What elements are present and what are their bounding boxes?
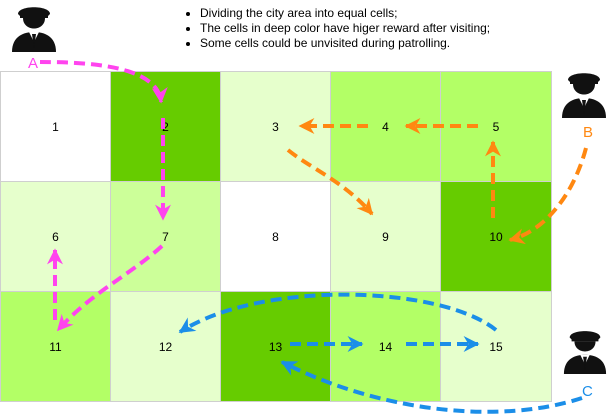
cell-13-label: 13: [268, 339, 283, 354]
note-1: Dividing the city area into equal cells;: [184, 6, 490, 21]
route-b-segment: [286, 148, 374, 216]
cell-8: 8: [220, 181, 331, 292]
cell-6-label: 6: [52, 229, 59, 244]
cell-8-label: 8: [272, 229, 279, 244]
police-officer-a-icon: [12, 7, 56, 52]
route-b-segment: [508, 147, 588, 245]
cell-12: 12: [110, 291, 221, 402]
police-officer-c-icon: [563, 331, 607, 374]
note-3: Some cells could be unvisited during pat…: [184, 36, 490, 51]
cell-11-label: 11: [49, 339, 62, 354]
cell-7-label: 7: [162, 229, 169, 244]
cell-9-label: 9: [382, 229, 389, 244]
route-a-segment: [56, 244, 164, 332]
cell-6: 6: [0, 181, 111, 292]
cell-10-label: 10: [489, 229, 503, 244]
agent-c-label: C: [582, 383, 593, 400]
cell-14-label: 14: [378, 339, 393, 354]
agent-a-label: A: [28, 55, 39, 72]
cell-3-label: 3: [272, 119, 279, 134]
route-a-segment: [39, 60, 168, 104]
cell-10: 10: [440, 181, 552, 292]
cell-1-label: 1: [52, 119, 59, 134]
cell-2-label: 2: [162, 119, 169, 134]
route-c: [178, 292, 583, 414]
cell-5-label: 5: [492, 119, 500, 134]
cell-12-label: 12: [158, 339, 173, 354]
route-c-segment: [280, 360, 583, 414]
cell-13: 13: [220, 291, 331, 402]
route-a: [39, 60, 171, 332]
route-b: [286, 118, 588, 245]
cell-4-label: 4: [382, 119, 389, 134]
police-officer-b-icon: [562, 73, 606, 118]
notes-list: Dividing the city area into equal cells;…: [184, 6, 490, 51]
note-2: The cells in deep color have higer rewar…: [184, 21, 490, 36]
route-c-segment: [178, 292, 498, 334]
cell-1: 1: [0, 71, 111, 182]
cell-15-label: 15: [489, 339, 503, 354]
agent-b-label: B: [583, 124, 594, 141]
